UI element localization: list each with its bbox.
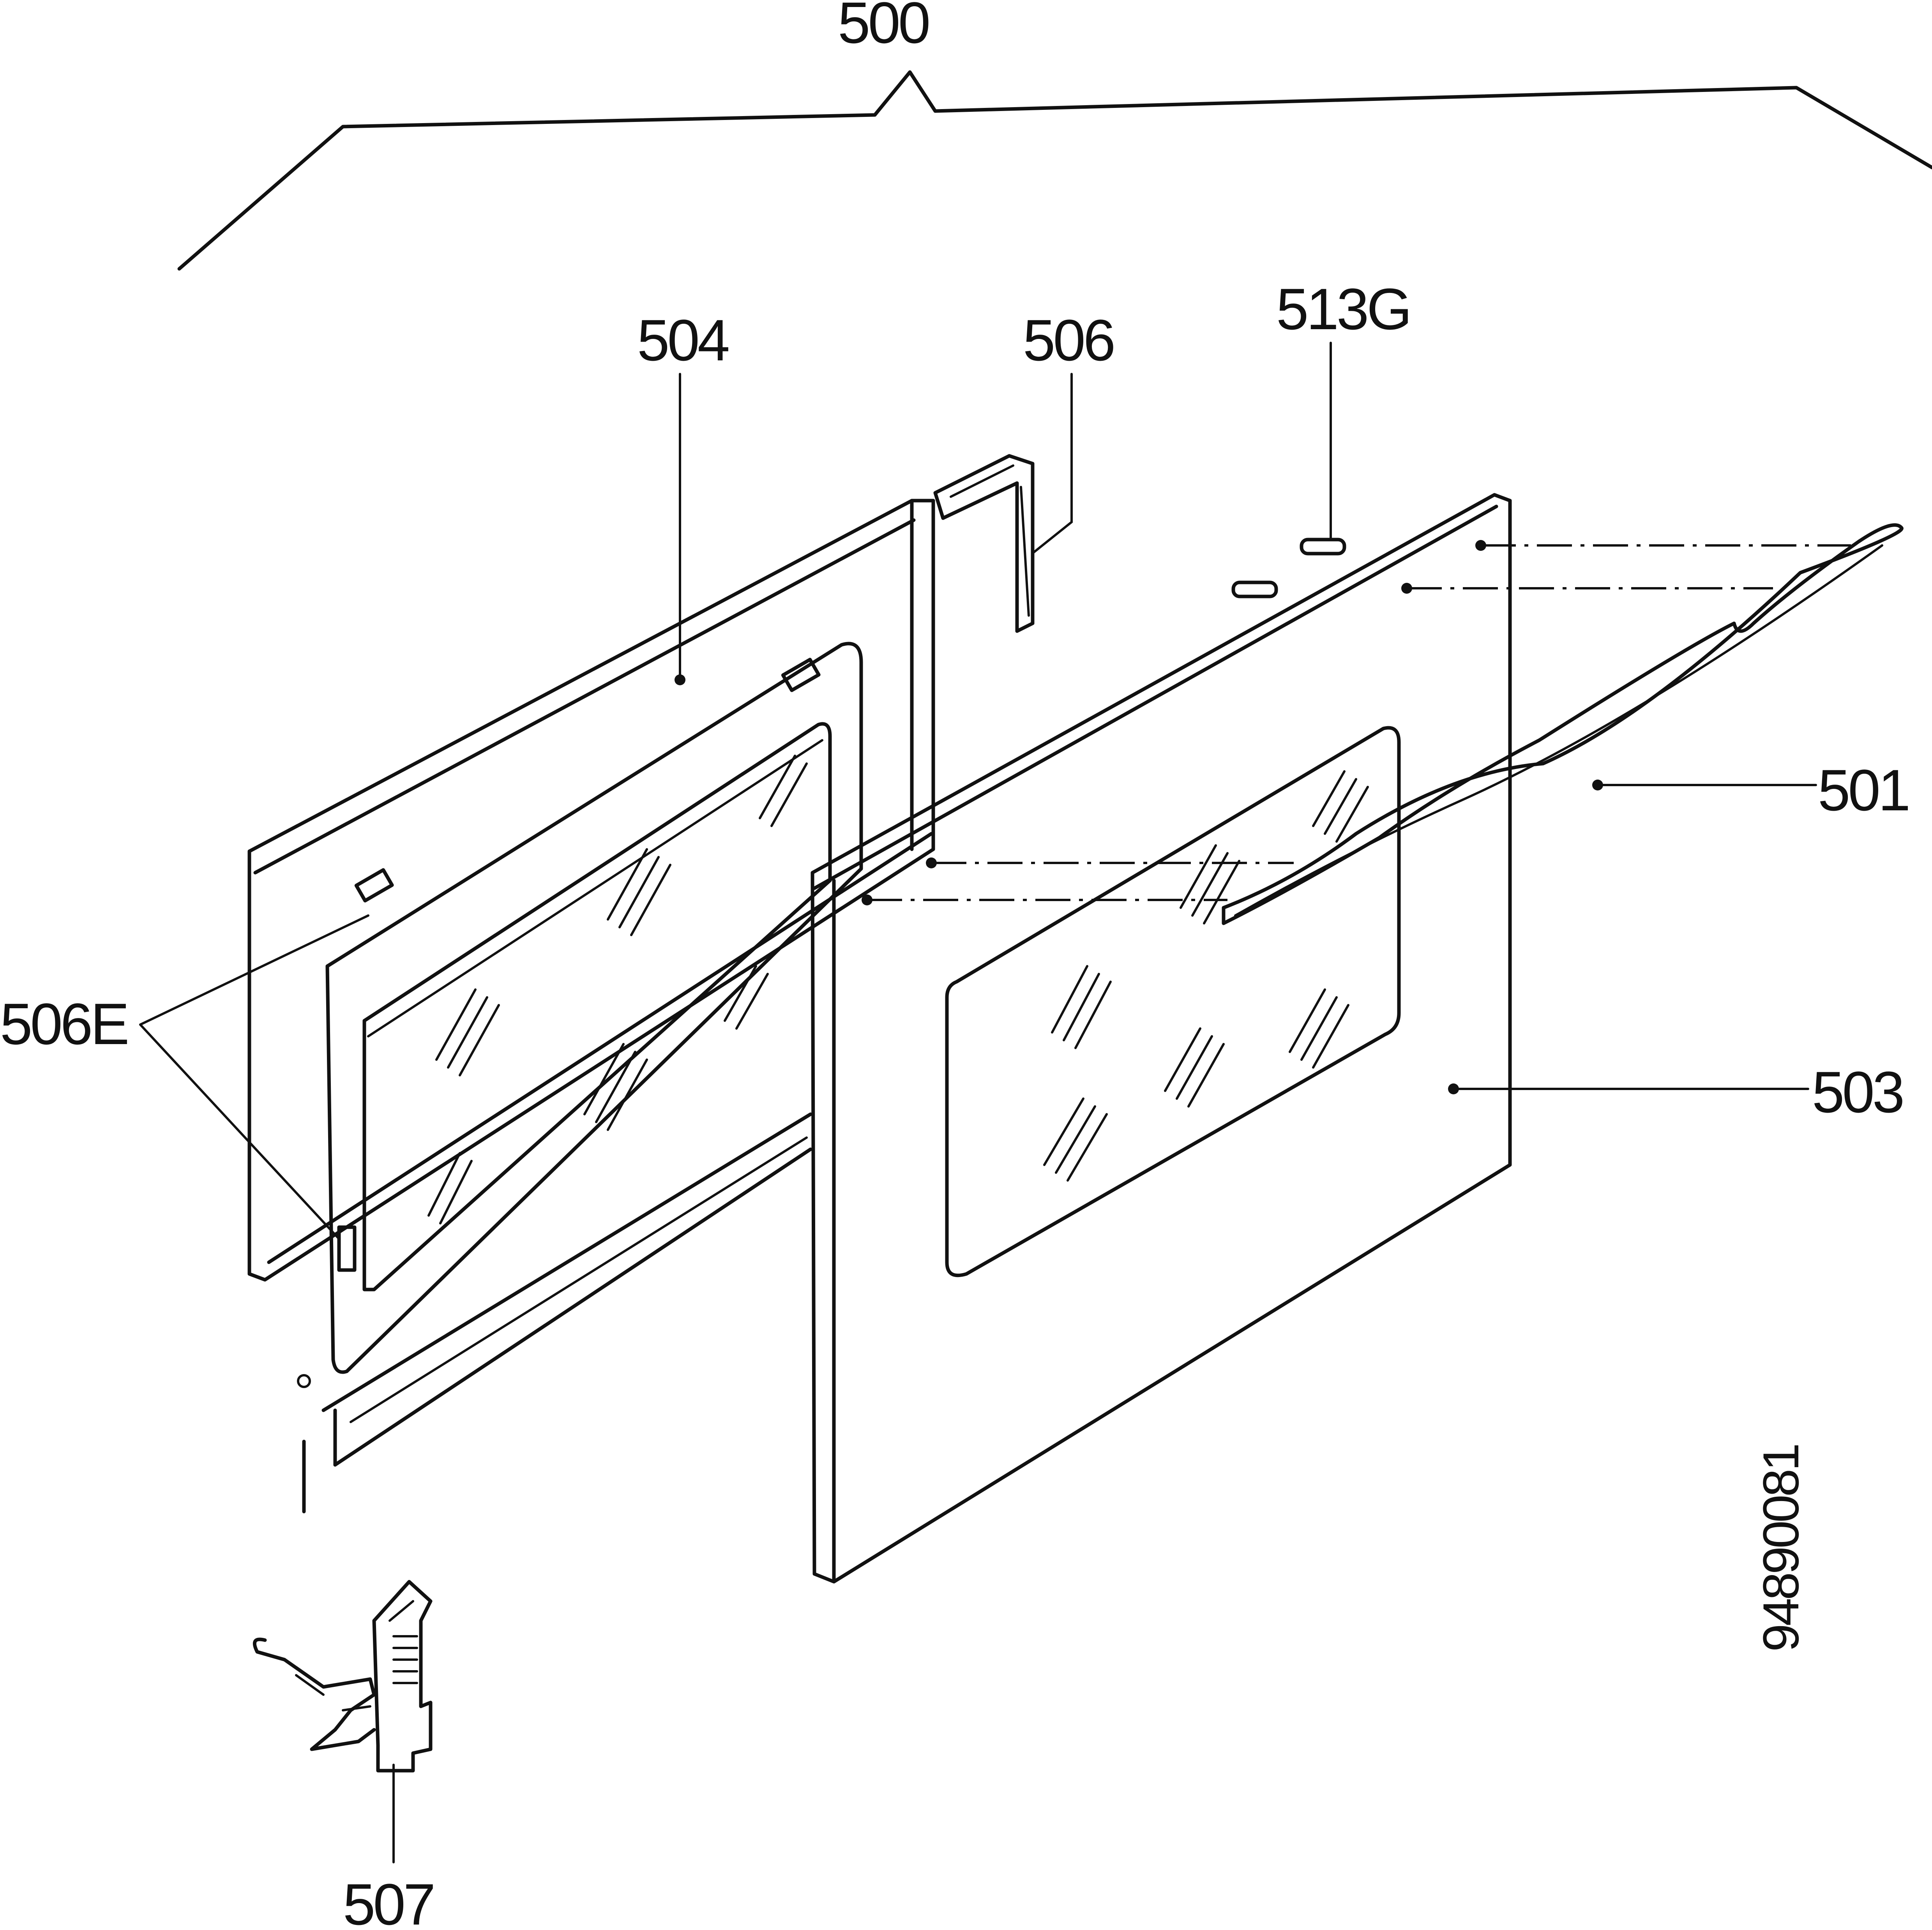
label-507: 507	[343, 1872, 433, 1930]
screws-513G	[1231, 538, 1346, 598]
assembly-bracket	[177, 70, 1932, 271]
leader-lines	[139, 342, 1817, 1863]
label-500: 500	[838, 0, 929, 55]
label-506: 506	[1023, 307, 1113, 373]
label-506E: 506E	[0, 991, 127, 1057]
drawing-number: 94890081	[1752, 1445, 1809, 1652]
alignment-lines	[862, 540, 1851, 905]
label-503: 503	[1812, 1059, 1902, 1125]
hinge-507	[253, 1580, 433, 1773]
seal-506	[933, 454, 1035, 633]
handle-501	[1222, 523, 1904, 925]
label-513G: 513G	[1276, 276, 1410, 342]
inner-door-504	[247, 499, 935, 1514]
outer-panel-503	[811, 493, 1512, 1584]
label-501: 501	[1818, 757, 1908, 823]
label-504: 504	[637, 307, 729, 373]
